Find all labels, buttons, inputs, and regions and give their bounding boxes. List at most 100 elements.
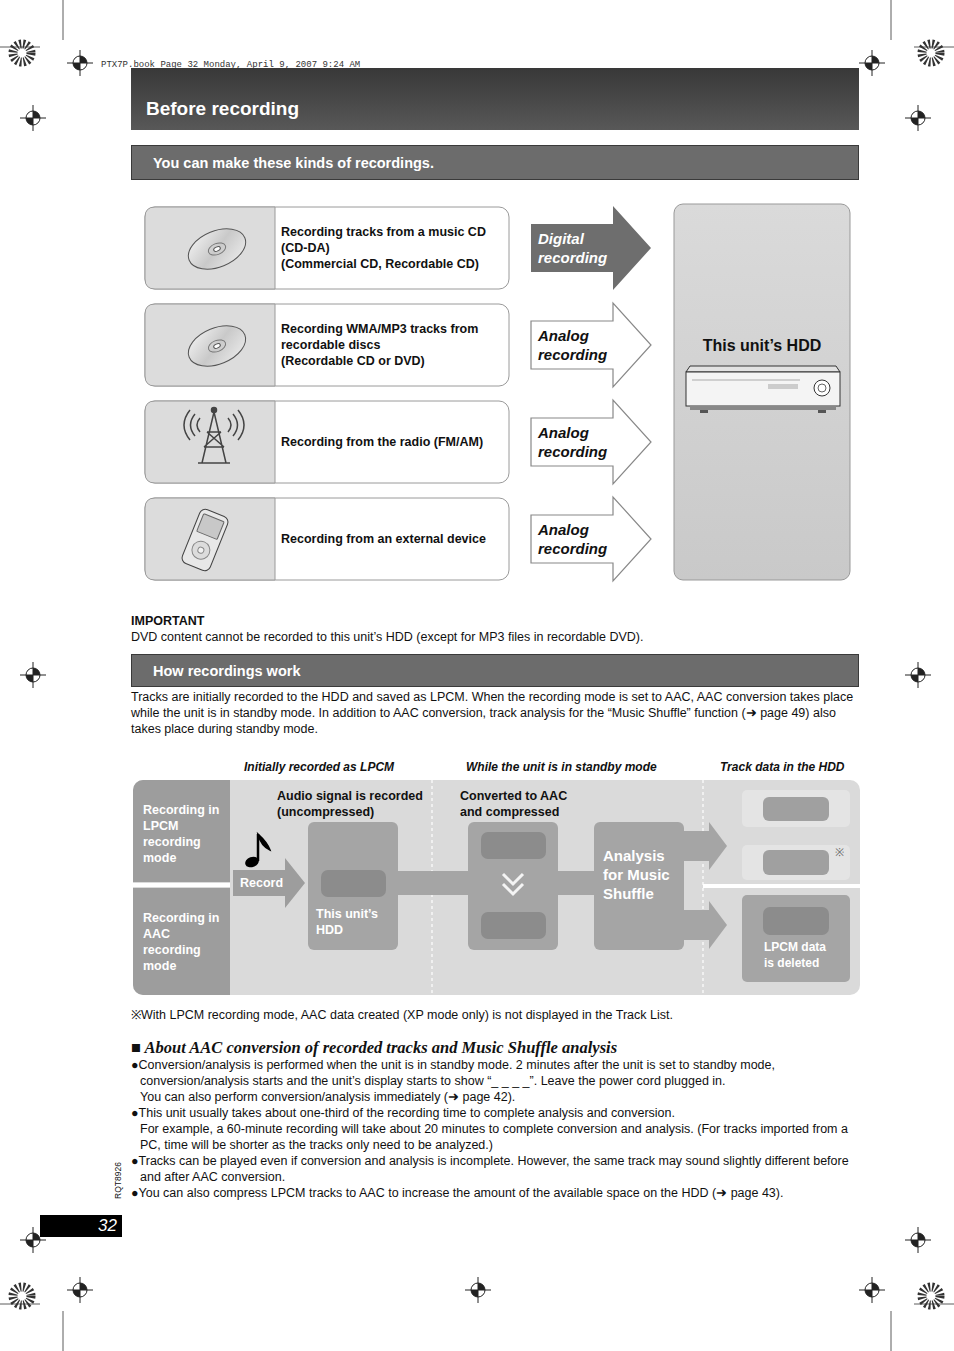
color-target (922, 44, 940, 62)
registration-mark (859, 50, 885, 76)
color-target (922, 1287, 940, 1305)
connector-arrow (684, 901, 727, 949)
note-heading: IMPORTANT (131, 613, 204, 629)
node-text: Recording from the radio (FM/AM) (281, 434, 501, 450)
disc (182, 221, 251, 277)
connector-arrow (684, 822, 727, 870)
hdd-box: Audio signal is recorded (uncompressed)T… (308, 822, 398, 950)
track-data (481, 912, 546, 939)
bullet-text: You can also perform conversion/analysis… (131, 1089, 861, 1105)
unit-foot (818, 410, 826, 413)
source-box: Recording from the radio (FM/AM) (145, 401, 509, 483)
registration-mark (905, 662, 931, 688)
connector-arrow (531, 497, 651, 581)
player-icon (180, 507, 230, 572)
registration-mark (67, 1277, 93, 1303)
node-text: Converted to AAC and compressed (460, 788, 585, 820)
connector-arrow (531, 206, 651, 290)
music-note (244, 834, 270, 869)
cd-icon (182, 318, 251, 374)
registration-mark (20, 105, 46, 131)
connector-arrow (531, 303, 651, 387)
node-text: Recording WMA/MP3 tracks from recordable… (281, 321, 501, 353)
node-text: Recording in LPCM recording mode (143, 802, 226, 866)
registration-mark (905, 105, 931, 131)
connector-label: Analog recording (538, 418, 620, 466)
color-target (13, 1287, 31, 1305)
node-text: You can make these kinds of recordings. (153, 155, 434, 171)
column-heading: Initially recorded as LPCM (244, 759, 394, 775)
body-text: Tracks are initially recorded to the HDD… (131, 689, 859, 737)
note-text: DVD content cannot be recorded to this u… (131, 629, 644, 645)
title-bar: Before recording (131, 68, 859, 130)
track-box-ground (742, 790, 850, 827)
convert-box-ground (468, 822, 558, 950)
player-button (197, 546, 205, 554)
icon-panel (145, 304, 275, 386)
unit-top (686, 366, 840, 372)
unit-knob-inner (818, 384, 826, 392)
connector-label: Analog recording (538, 321, 620, 369)
tower-tip (212, 408, 217, 413)
analysis-box: Analysis for Music Shuffle (594, 822, 684, 950)
node-text: LPCM data is deleted (764, 939, 836, 971)
bullet-text: ●This unit usually takes about one-third… (131, 1105, 861, 1121)
disc (182, 318, 251, 374)
connector-label: Digital recording (538, 224, 620, 272)
connector-arrow (531, 400, 651, 484)
unit-foot (700, 410, 708, 413)
node-text: ※ (835, 846, 844, 859)
unit-display (768, 384, 798, 389)
bullet-text: ●You can also compress LPCM tracks to AA… (131, 1185, 861, 1201)
track-box: ※ (742, 845, 850, 880)
radio-waves (184, 410, 244, 440)
track-box-ground (742, 845, 850, 880)
registration-mark (67, 50, 93, 76)
source-box-grounds (145, 207, 509, 580)
disc-hub (207, 338, 228, 355)
hdd-box-ground (308, 822, 398, 950)
sub-heading: ■ About AAC conversion of recorded track… (131, 1038, 617, 1058)
registration-mark (20, 662, 46, 688)
registration-mark (905, 1227, 931, 1253)
disc-hole (213, 246, 221, 252)
track-data (763, 797, 829, 821)
connector-arrow (558, 871, 594, 895)
player-screen (197, 514, 225, 540)
registration-mark (859, 1277, 885, 1303)
flow-panel (133, 780, 860, 995)
track-data (481, 832, 546, 859)
box-ground (145, 207, 509, 289)
color-target (13, 44, 31, 62)
player-wheel (189, 538, 212, 561)
hdd-unit-drawing (686, 366, 840, 413)
unit-knob (814, 380, 830, 396)
node-text: (Recordable CD or DVD) (281, 353, 501, 369)
icon-panel (145, 207, 275, 289)
track-box-ground (742, 895, 850, 982)
node-text: Audio signal is recorded (uncompressed) (277, 788, 437, 820)
page-number-bar (40, 1215, 122, 1237)
track-data (763, 850, 829, 875)
node-text: Analysis for Music Shuffle (603, 846, 680, 903)
radio-tower-icon (184, 408, 244, 464)
section-band: You can make these kinds of recordings. (131, 145, 859, 180)
node-text: Record (240, 874, 283, 892)
section-band: How recordings work (131, 654, 859, 687)
node-text: Recording from an external device (281, 531, 501, 547)
registration-mark (465, 1277, 491, 1303)
player-body (180, 507, 230, 572)
unit-front (686, 372, 840, 406)
bullet-text: ●Tracks can be played even if conversion… (131, 1153, 861, 1185)
node-text: (Commercial CD, Recordable CD) (281, 256, 501, 272)
icon-panel (145, 401, 275, 483)
source-box: Recording tracks from a music CD (CD-DA)… (145, 207, 509, 289)
hdd-panel: This unit’s HDD (674, 204, 850, 580)
mode-band: Recording in AAC recording mode (133, 888, 230, 995)
record-arrow: Record (233, 858, 305, 908)
connector-label: Analog recording (538, 515, 620, 563)
disc-hole (213, 343, 221, 349)
note-flag (258, 834, 270, 850)
compress-chevron (503, 874, 523, 894)
